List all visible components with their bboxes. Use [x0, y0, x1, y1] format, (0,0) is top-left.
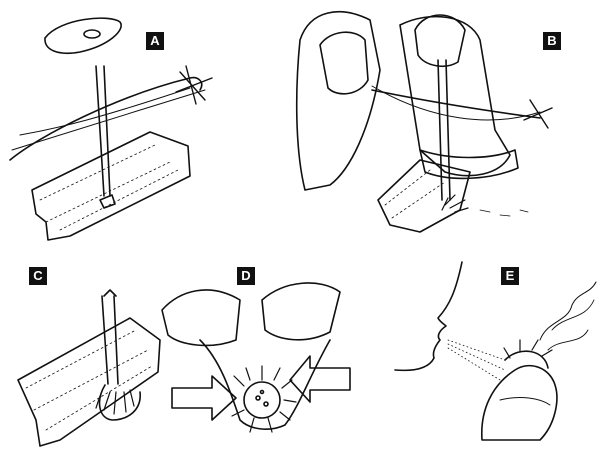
spindle	[95, 65, 111, 197]
panel-e-drawing	[394, 261, 597, 441]
panel-label-a: A	[146, 32, 164, 50]
face-profile	[394, 261, 463, 372]
drill-spindle	[437, 59, 451, 201]
panel-a-drawing	[9, 17, 213, 241]
boot	[419, 149, 519, 180]
fireboard-notch	[99, 194, 116, 209]
right-sleeve	[261, 282, 341, 341]
spindle-c	[101, 295, 119, 385]
cupped-hands	[199, 339, 331, 430]
panel-c-drawing	[17, 289, 161, 447]
left-hand	[319, 31, 369, 95]
panel-label-b: B	[543, 32, 561, 50]
panel-b-drawing	[295, 11, 553, 233]
bow	[9, 76, 203, 161]
fireboard-c	[17, 317, 161, 447]
bearing-socket	[83, 29, 101, 39]
bow-string	[19, 87, 191, 136]
panel-d-drawing	[161, 282, 351, 433]
breath	[447, 339, 506, 381]
knee	[295, 11, 381, 191]
arrow-right	[289, 355, 351, 403]
panel-label-e: E	[501, 267, 519, 285]
ember-pile	[98, 384, 141, 421]
bearing-block	[44, 17, 122, 54]
tinder-bundle	[243, 381, 281, 419]
left-sleeve	[161, 289, 241, 347]
panel-label-d: D	[237, 267, 255, 285]
drill-bow	[371, 89, 541, 119]
smoke	[539, 281, 597, 341]
hand-e	[481, 364, 558, 441]
arrow-left	[171, 375, 237, 421]
panel-label-c: C	[29, 267, 47, 285]
right-hand	[414, 14, 466, 67]
fireboard	[31, 131, 191, 241]
